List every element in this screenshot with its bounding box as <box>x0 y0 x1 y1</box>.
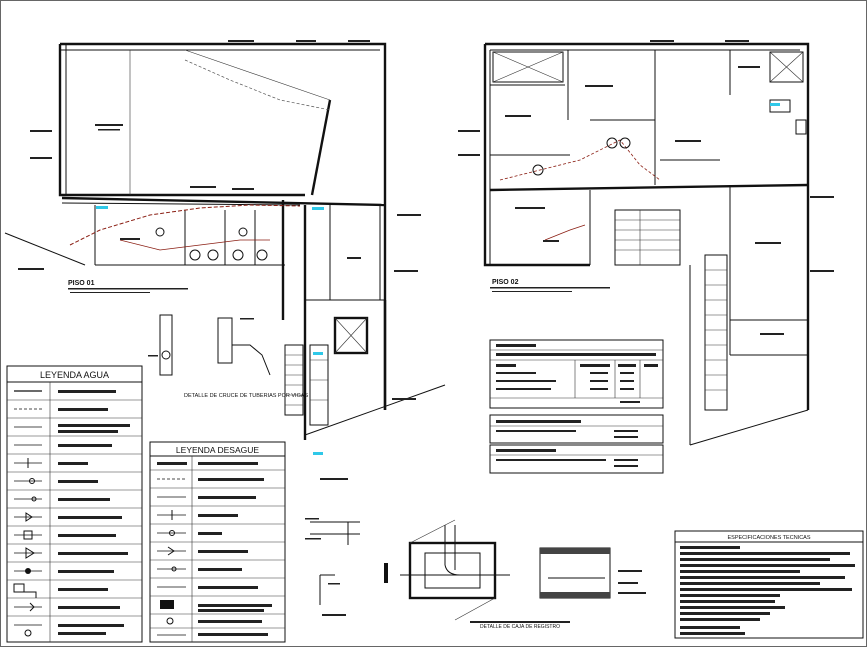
legend-desague-title: LEYENDA DESAGUE <box>176 445 259 455</box>
legend-agua-table <box>6 365 143 643</box>
detail-crossing-title: DETALLE DE CRUCE DE TUBERIAS POR VIGAS <box>184 393 309 399</box>
specs-title: ESPECIFICACIONES TECNICAS <box>727 535 810 541</box>
plan2-title: PISO 02 <box>492 279 519 286</box>
registro-box-detail <box>384 519 646 623</box>
plan1-title: PISO 01 <box>68 280 95 287</box>
legend-desague-table <box>149 441 286 643</box>
floor-plan-1 <box>4 40 446 480</box>
floor-plan-2 <box>458 40 834 446</box>
legend-agua-title: LEYENDA AGUA <box>40 370 109 380</box>
summary-table <box>489 339 664 474</box>
pipe-crossing-detail <box>148 314 271 376</box>
slab-section-detail <box>305 518 360 616</box>
detail-box-title: DETALLE DE CAJA DE REGISTRO <box>480 624 560 630</box>
specs-box <box>674 530 864 639</box>
